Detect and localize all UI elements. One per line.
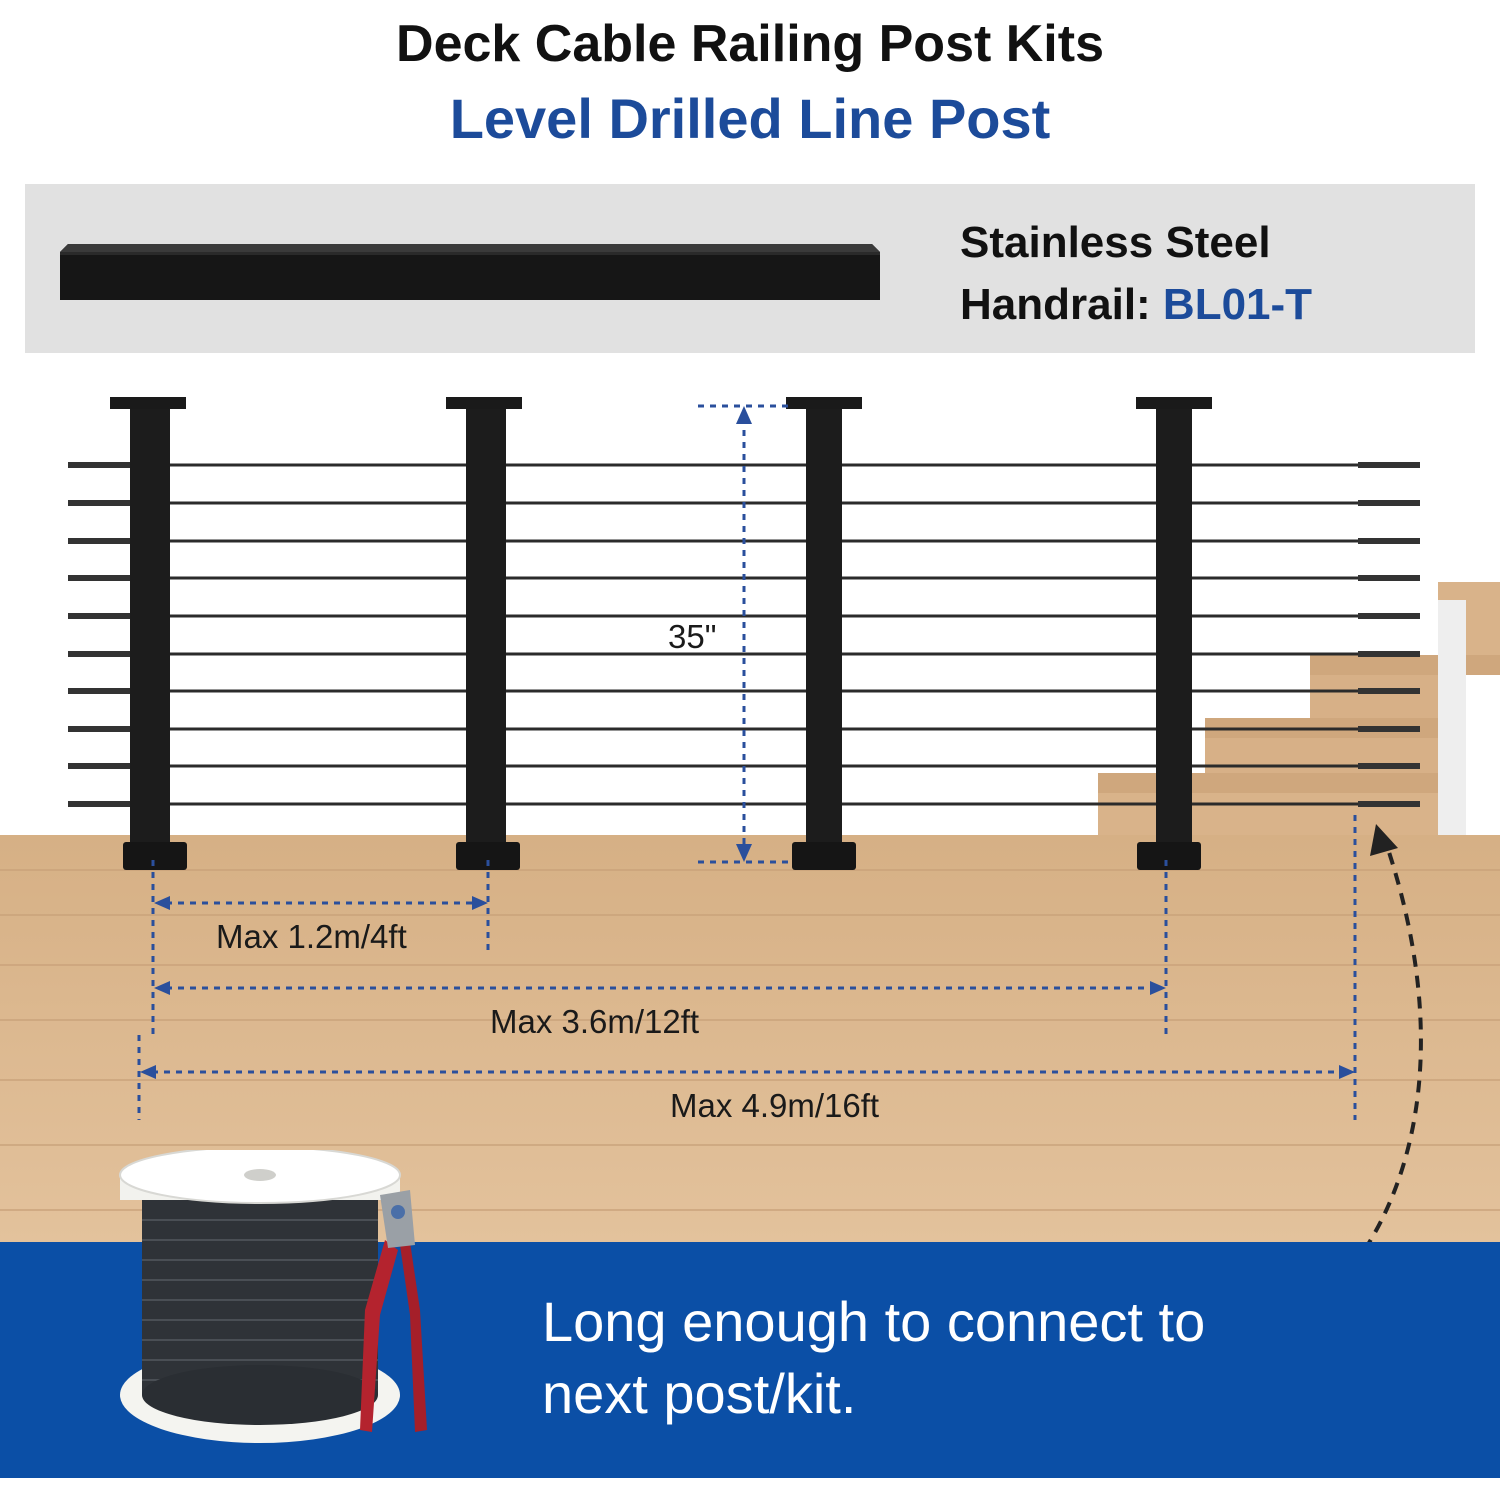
- post-4: [1136, 397, 1212, 870]
- handrail-bar-image: [60, 244, 880, 300]
- banner-line-2: next post/kit.: [542, 1362, 857, 1425]
- span-dimensions: [137, 815, 1357, 1120]
- span-long-label: Max 4.9m/16ft: [670, 1087, 880, 1124]
- span-medium-label: Max 3.6m/12ft: [490, 1003, 700, 1040]
- handrail-model: BL01-T: [1162, 280, 1313, 329]
- curved-arrow-head: [1370, 824, 1398, 856]
- arrow-head-down: [736, 844, 752, 862]
- page-subtitle: Level Drilled Line Post: [449, 87, 1051, 150]
- span-short-label: Max 1.2m/4ft: [216, 918, 407, 955]
- banner-text: Long enough to connect to next post/kit.: [542, 1286, 1302, 1430]
- page-title: Deck Cable Railing Post Kits: [396, 15, 1104, 73]
- bottom-strip: [0, 1478, 1500, 1500]
- banner-line-1: Long enough to connect to: [542, 1290, 1206, 1353]
- cable-cutter-icon: [360, 1190, 427, 1432]
- handrail-material: Stainless Steel: [960, 218, 1271, 267]
- arrow-head-up: [736, 406, 752, 424]
- post-2: [446, 397, 522, 870]
- handrail-description: Stainless Steel Handrail: BL01-T: [960, 212, 1312, 336]
- post-3: [786, 397, 862, 870]
- span-arrow-heads: [140, 896, 1355, 1079]
- stairs: [1098, 582, 1500, 835]
- cable-end-fittings: [68, 462, 1420, 807]
- height-label: 35": [668, 618, 717, 655]
- handrail-model-line: Handrail: BL01-T: [960, 274, 1312, 336]
- handrail-label: Handrail:: [960, 280, 1163, 329]
- height-dimension: [698, 404, 790, 864]
- cable-spool-icon: [119, 1150, 427, 1443]
- post-1: [110, 397, 187, 870]
